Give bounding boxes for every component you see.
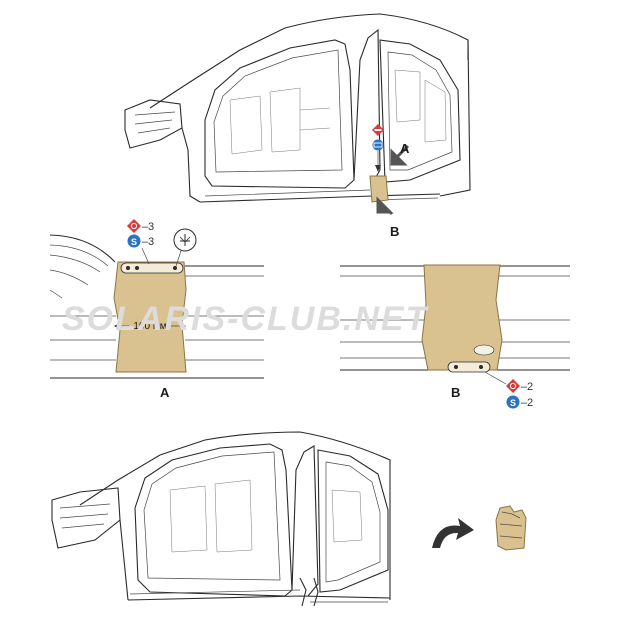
detail-a: 100 мм – 3 S – 3 A	[49, 219, 264, 400]
weld-blue-icon	[372, 139, 384, 151]
weld-blue-count-b: 2	[527, 397, 533, 409]
svg-text:–: –	[142, 221, 149, 233]
svg-text:–: –	[142, 236, 149, 248]
svg-text:S: S	[510, 398, 516, 408]
weld-red-icon	[506, 379, 520, 393]
detail-b-label: B	[451, 385, 460, 400]
view-arrow-b	[376, 196, 394, 216]
weld-blue-icon: S	[506, 395, 520, 409]
view-arrow-a	[390, 144, 410, 166]
svg-text:–: –	[521, 381, 528, 393]
replacement-panel-a	[113, 261, 187, 373]
vehicle-side-top: A B	[124, 13, 471, 239]
replacement-panel-b	[421, 264, 503, 371]
watermark: SOLARIS-CLUB.NET	[62, 300, 430, 338]
svg-text:S: S	[131, 237, 137, 247]
vehicle-side-bottom	[51, 431, 391, 607]
weld-blue-count-a: 3	[148, 236, 154, 248]
callout-a-label: A	[400, 141, 410, 156]
detail-a-label: A	[160, 385, 170, 400]
dimension-label: 100 мм	[133, 321, 166, 332]
weld-red-icon	[372, 124, 384, 136]
weld-red-count-b: 2	[527, 381, 533, 393]
replacement-part	[495, 505, 527, 551]
svg-text:–: –	[521, 397, 528, 409]
section-top-highlight	[369, 175, 389, 203]
curved-arrow-icon	[432, 518, 474, 548]
section-view-icon	[173, 228, 197, 252]
weld-red-icon	[127, 219, 141, 233]
callout-b-label: B	[390, 224, 399, 239]
weld-red-count-a: 3	[148, 221, 154, 233]
weld-blue-icon: S	[127, 234, 141, 248]
detail-b: – 2 S – 2 B	[340, 264, 570, 409]
